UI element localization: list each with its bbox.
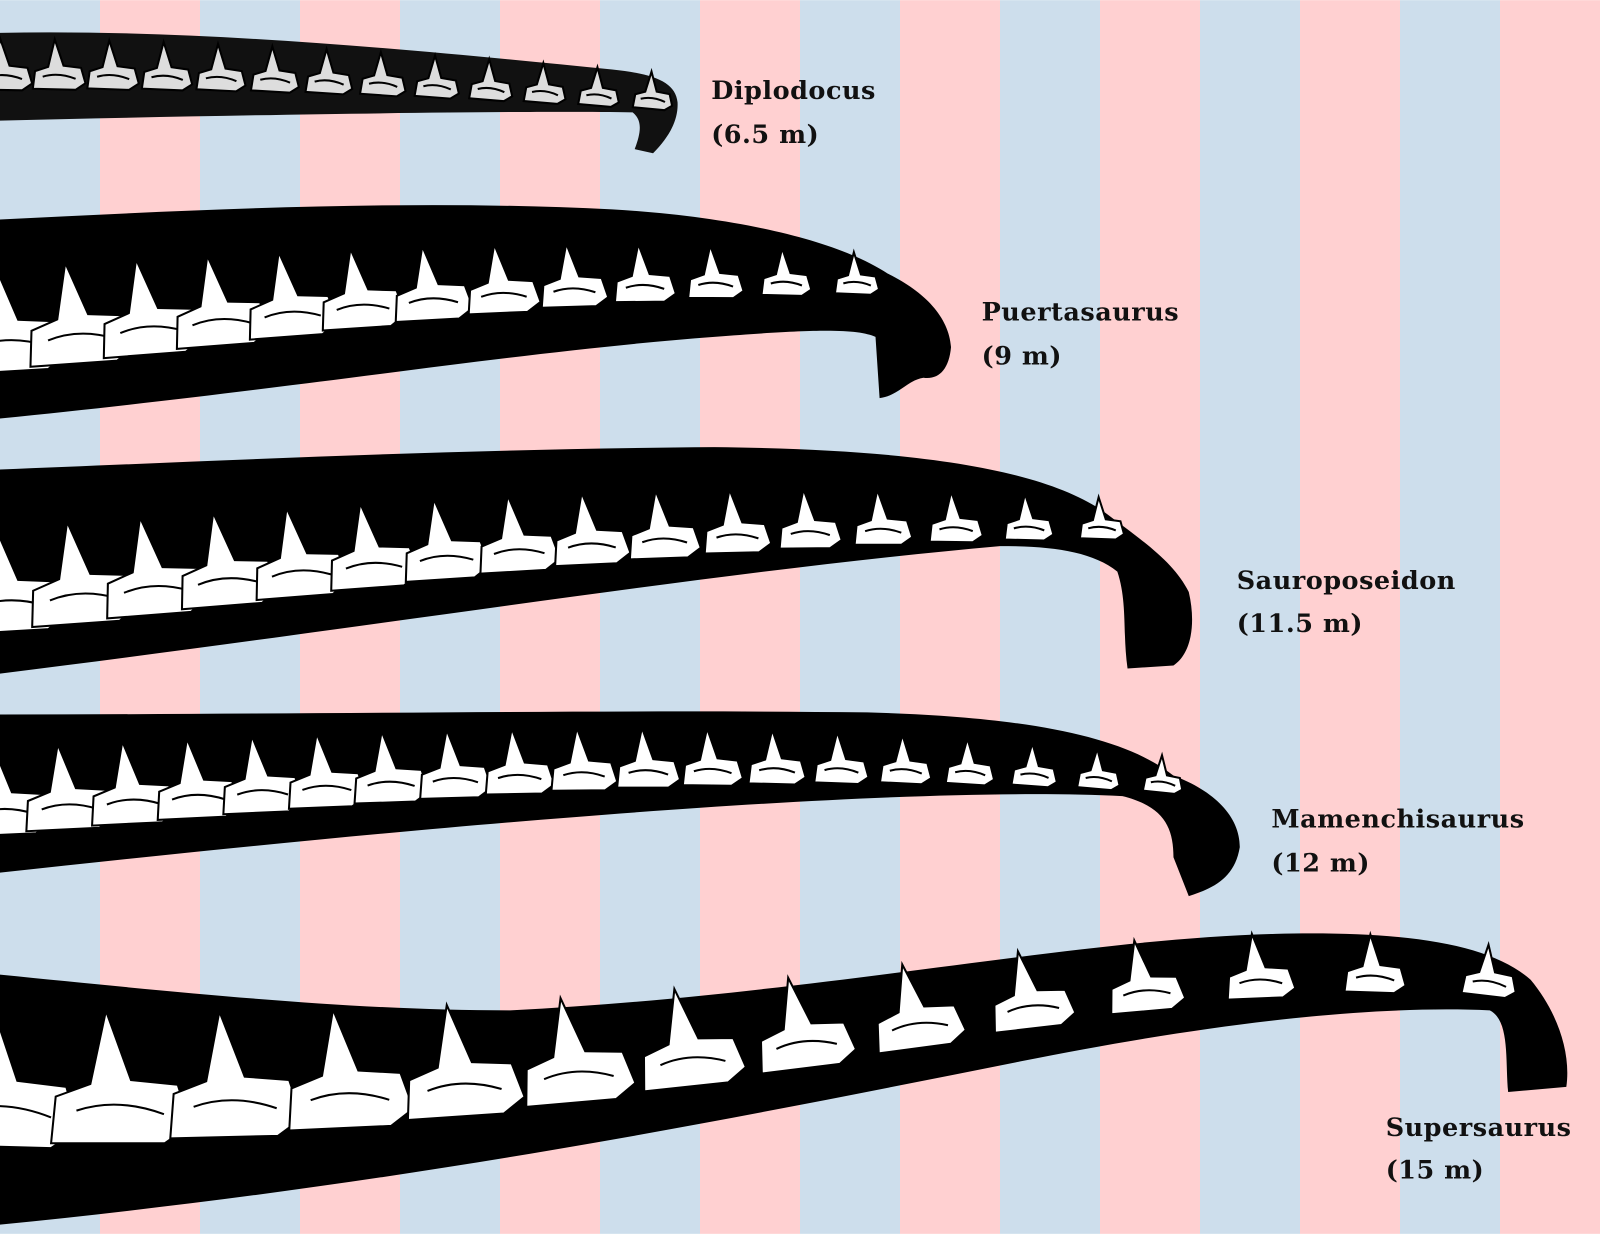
vertebra: [628, 486, 703, 561]
vertebra: [467, 240, 542, 316]
vertebra: [31, 35, 87, 91]
vertebra: [1343, 930, 1407, 995]
vertebra: [1460, 940, 1517, 1000]
vertebra: [358, 48, 407, 98]
vertebra: [993, 947, 1077, 1034]
vertebra: [525, 994, 637, 1109]
label-mamenchisaurus: Mamenchisaurus: [1271, 805, 1524, 835]
vertebra: [944, 734, 996, 787]
vertebra: [613, 240, 678, 304]
stripe: [1400, 0, 1500, 1234]
vertebra: [876, 960, 968, 1055]
neck-silhouette: [0, 711, 1240, 897]
stripe: [1300, 0, 1400, 1234]
label-diplodocus: Diplodocus: [711, 76, 876, 106]
vertebra: [467, 55, 514, 103]
vertebra: [249, 42, 301, 94]
length-diplodocus: (6.5 m): [711, 120, 819, 150]
vertebra: [479, 491, 562, 575]
vertebra: [878, 731, 933, 786]
vertebra: [853, 486, 914, 546]
neck-mamenchisaurus: [0, 711, 1240, 897]
vertebrae-layer: [0, 35, 1517, 1150]
vertebra: [413, 51, 461, 100]
vertebra: [169, 1007, 304, 1140]
vertebra: [406, 1001, 526, 1122]
vertebra: [747, 726, 807, 786]
vertebra: [1010, 739, 1058, 789]
vertebra: [615, 724, 682, 789]
length-puertasaurus: (9 m): [982, 341, 1062, 371]
labels: Diplodocus (6.5 m) Puertasaurus (9 m) Sa…: [711, 76, 1571, 1186]
length-sauroposeidon: (11.5 m): [1237, 609, 1363, 639]
vertebra: [1141, 751, 1184, 795]
vertebra: [540, 239, 610, 309]
vertebra: [703, 485, 773, 555]
vertebra: [1110, 936, 1187, 1016]
vertebra: [304, 45, 354, 96]
vertebra: [522, 59, 567, 105]
vertebra: [419, 726, 493, 800]
vertebra: [1226, 930, 1297, 1001]
label-puertasaurus: Puertasaurus: [982, 298, 1180, 328]
vertebra: [195, 40, 247, 93]
vertebra: [642, 985, 748, 1093]
vertebra: [1003, 490, 1055, 542]
label-supersaurus: Supersaurus: [1386, 1113, 1572, 1143]
vertebra: [1078, 493, 1126, 541]
vertebra: [833, 248, 881, 296]
label-sauroposeidon: Sauroposeidon: [1237, 566, 1456, 596]
vertebra: [0, 35, 34, 92]
stripe: [1200, 0, 1300, 1234]
vertebra: [631, 67, 674, 112]
vertebra: [687, 241, 745, 300]
vertebra: [778, 485, 843, 550]
vertebra: [759, 974, 858, 1075]
vertebra: [394, 242, 475, 324]
vertebra: [288, 1005, 415, 1132]
length-supersaurus: (15 m): [1386, 1156, 1485, 1186]
length-mamenchisaurus: (12 m): [1271, 849, 1370, 879]
vertebra: [484, 724, 556, 796]
vertebra: [681, 724, 745, 787]
vertebra: [928, 487, 984, 544]
vertebra: [554, 489, 632, 568]
vertebra: [140, 38, 194, 92]
vertebra: [577, 63, 620, 108]
vertebra: [550, 724, 619, 792]
vertebra: [760, 244, 813, 297]
vertebra: [1075, 745, 1121, 792]
vertebra: [86, 36, 140, 91]
vertebra: [813, 728, 870, 785]
